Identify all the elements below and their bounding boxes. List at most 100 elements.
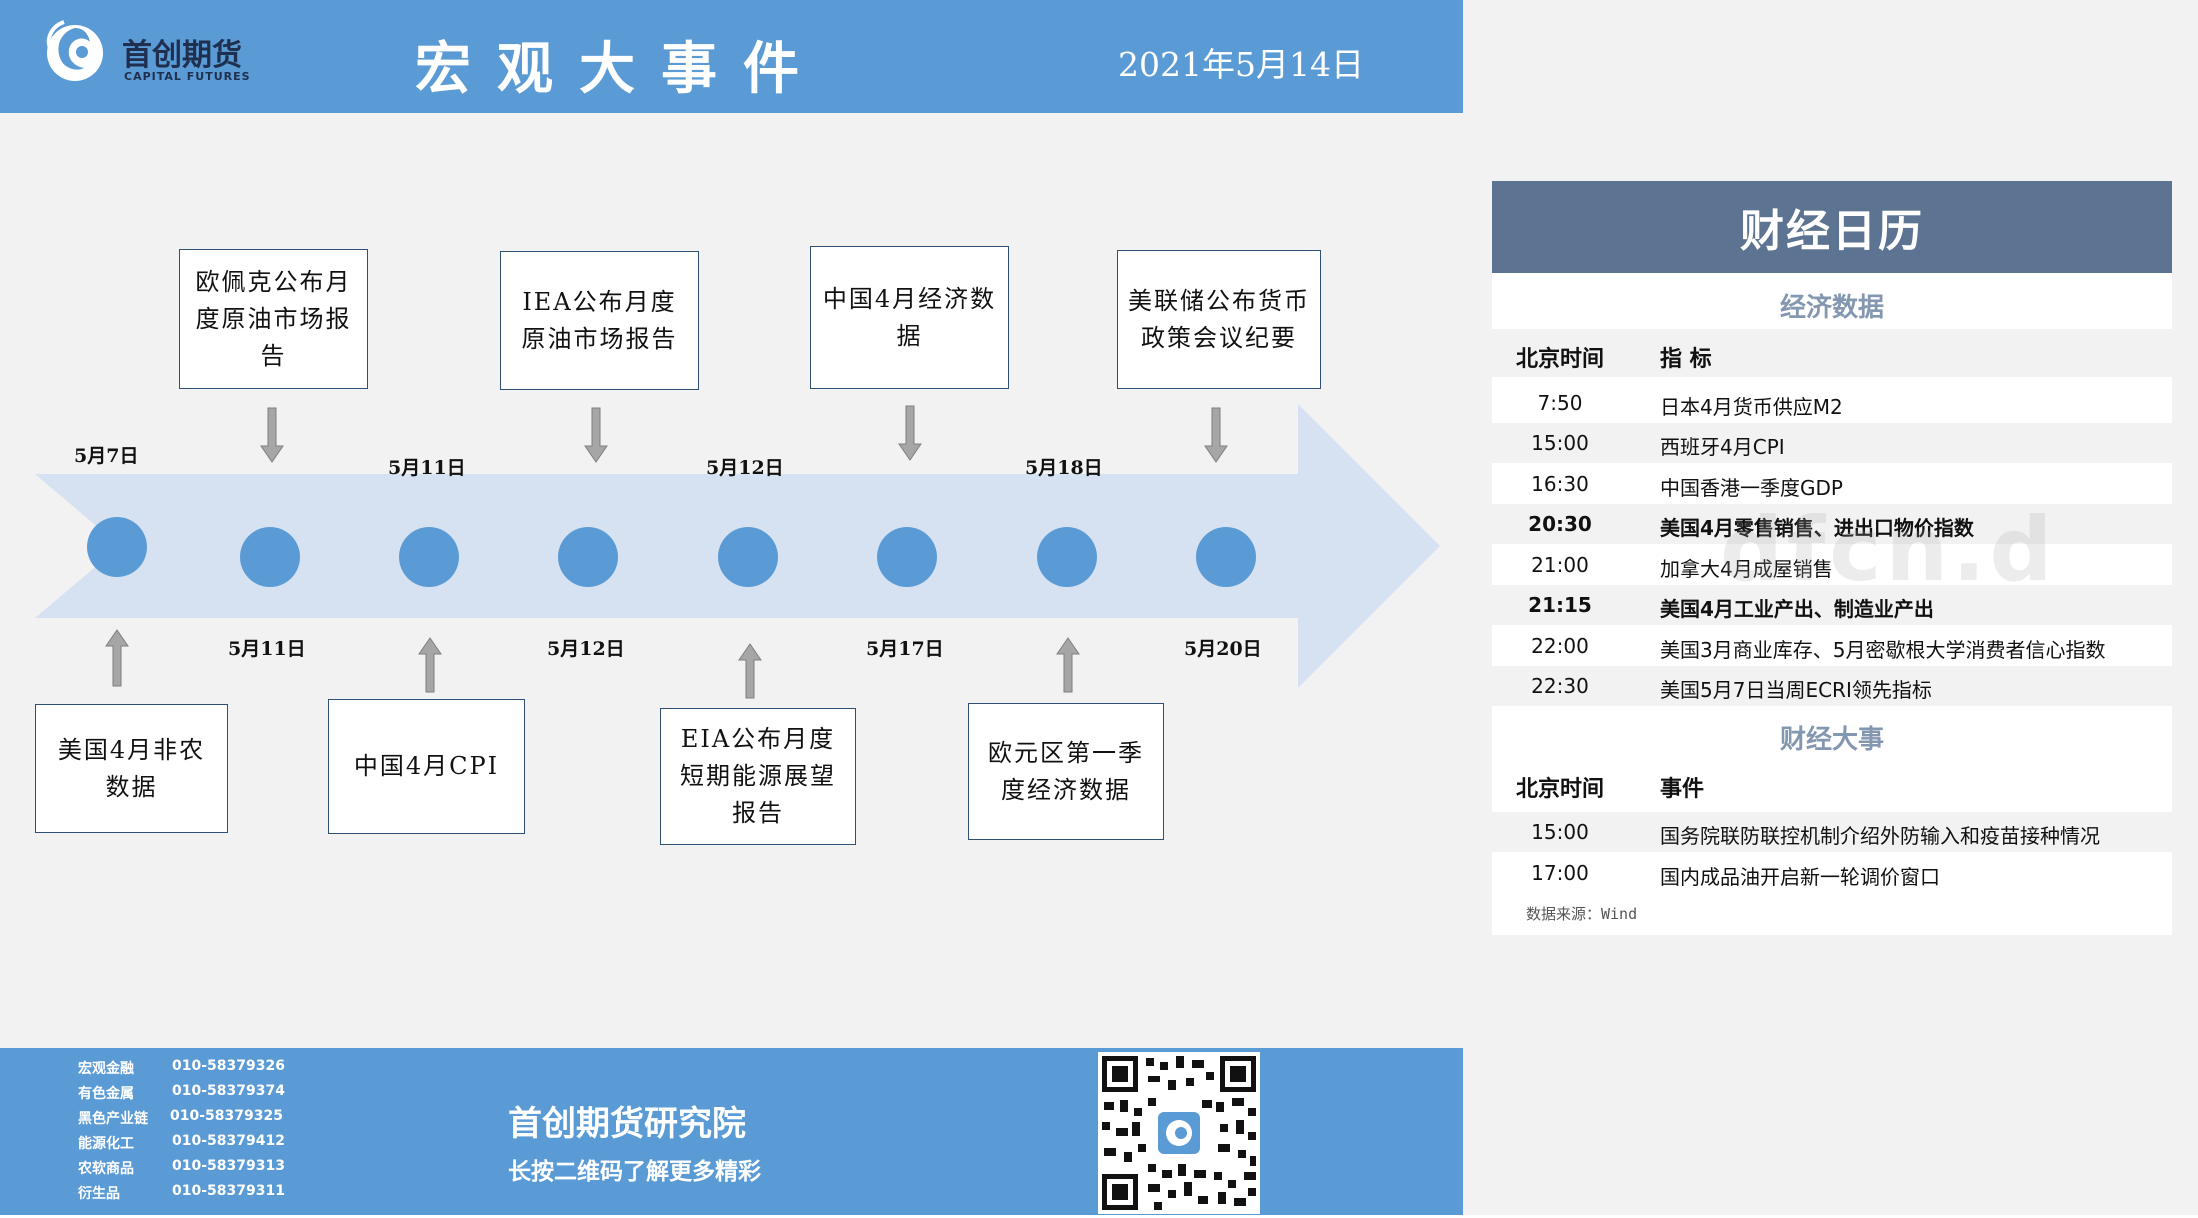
date-label-top: 5月7日 <box>74 445 139 467</box>
contact-phone: 010-58379313 <box>172 1158 285 1174</box>
date-label-top: 5月18日 <box>1025 457 1103 479</box>
event-column-header: 北京时间 事件 <box>1492 759 2172 807</box>
contact-dept: 农软商品 <box>78 1161 134 1177</box>
col-time: 北京时间 <box>1515 777 1604 802</box>
finance-calendar: 财经日历 经济数据 北京时间 指 标 7:50 日本4月货币供应M2 15:00… <box>1492 181 2172 935</box>
logo-name: 首创期货 <box>122 38 242 73</box>
qr-code-icon <box>1098 1052 1260 1214</box>
timeline-dot <box>87 517 147 577</box>
timeline-dot <box>1196 527 1256 587</box>
event-box-bottom: 欧元区第一季度经济数据 <box>968 703 1164 840</box>
econ-row: 21:00 加拿大4月成屋销售 <box>1492 545 2172 585</box>
econ-row: 22:00 美国3月商业库存、5月密歇根大学消费者信心指数 <box>1492 626 2172 666</box>
event-box-bottom: EIA公布月度短期能源展望报告 <box>660 708 856 845</box>
contact-row: 宏观金融 010-58379326 <box>78 1058 285 1078</box>
watermark: dfcn.d <box>1720 498 2057 601</box>
footer-title: 首创期货研究院 <box>508 1104 746 1144</box>
econ-item: 美国5月7日当周ECRI领先指标 <box>1660 678 1932 702</box>
event-section-title: 财经大事 <box>1779 725 1884 755</box>
contact-phone: 010-58379325 <box>170 1108 283 1124</box>
event-box-top: 美联储公布货币政策会议纪要 <box>1117 250 1321 389</box>
timeline-dot <box>240 527 300 587</box>
timeline-dot <box>399 527 459 587</box>
event-item: 国内成品油开启新一轮调价窗口 <box>1660 865 1940 889</box>
event-box-bottom: 中国4月CPI <box>328 699 525 834</box>
event-box-bottom: 美国4月非农数据 <box>35 704 228 833</box>
down-arrow-icon <box>898 405 922 461</box>
down-arrow-icon <box>584 407 608 463</box>
calendar-title: 财经日历 <box>1492 181 2172 273</box>
econ-item: 美国4月零售销售、进出口物价指数 <box>1660 516 1974 540</box>
timeline-dot <box>718 527 778 587</box>
econ-row: 15:00 西班牙4月CPI <box>1492 423 2172 463</box>
econ-item: 中国香港一季度GDP <box>1660 476 1843 500</box>
event-row: 15:00 国务院联防联控机制介绍外防输入和疫苗接种情况 <box>1492 812 2172 852</box>
timeline-dot <box>1037 527 1097 587</box>
contact-dept: 衍生品 <box>78 1186 120 1202</box>
econ-item: 日本4月货币供应M2 <box>1660 395 1843 419</box>
econ-time: 21:15 <box>1528 593 1592 617</box>
econ-time: 16:30 <box>1531 472 1589 496</box>
up-arrows <box>105 629 1080 699</box>
col-indicator: 指 标 <box>1660 347 1712 372</box>
timeline-dots <box>87 517 1256 587</box>
down-arrow-icon <box>1204 407 1228 463</box>
down-arrow-icon <box>260 407 284 463</box>
contact-dept: 有色金属 <box>78 1086 134 1102</box>
up-arrow-icon <box>1056 637 1080 693</box>
up-arrow-icon <box>418 637 442 693</box>
econ-section-title: 经济数据 <box>1779 293 1884 323</box>
econ-column-header: 北京时间 指 标 <box>1492 329 2172 377</box>
logo-icon <box>46 20 103 81</box>
contact-phone: 010-58379326 <box>172 1058 285 1074</box>
contact-dept: 黑色产业链 <box>78 1111 148 1127</box>
footer: 宏观金融 010-58379326 有色金属 010-58379374 黑色产业… <box>0 1048 1463 1215</box>
econ-time: 15:00 <box>1531 431 1589 455</box>
event-box-top: IEA公布月度原油市场报告 <box>500 251 699 390</box>
footer-subtitle: 长按二维码了解更多精彩 <box>508 1159 761 1185</box>
event-item: 国务院联防联控机制介绍外防输入和疫苗接种情况 <box>1660 824 2100 848</box>
date-label-bottom: 5月12日 <box>547 638 625 660</box>
econ-row: 20:30 美国4月零售销售、进出口物价指数 <box>1492 504 2172 544</box>
econ-item: 西班牙4月CPI <box>1660 435 1785 459</box>
contact-row: 黑色产业链 010-58379325 <box>78 1108 283 1128</box>
col-time: 北京时间 <box>1515 347 1604 372</box>
econ-item: 美国3月商业库存、5月密歇根大学消费者信心指数 <box>1660 638 2106 662</box>
timeline-graphic <box>35 404 1440 699</box>
date-label-bottom: 5月11日 <box>228 638 306 660</box>
date-label-bottom: 5月17日 <box>866 638 944 660</box>
down-arrows <box>260 405 1228 463</box>
date-label-top: 5月11日 <box>388 457 466 479</box>
contact-phone: 010-58379311 <box>172 1183 285 1199</box>
contact-phone: 010-58379412 <box>172 1133 285 1149</box>
econ-time: 7:50 <box>1537 391 1583 415</box>
contact-row: 农软商品 010-58379313 <box>78 1158 285 1178</box>
econ-item: 美国4月工业产出、制造业产出 <box>1660 597 1934 621</box>
event-row: 17:00 国内成品油开启新一轮调价窗口 <box>1492 853 2172 893</box>
econ-time: 20:30 <box>1528 512 1592 536</box>
page-date: 2021年5月14日 <box>1118 45 1364 84</box>
timeline-dot <box>877 527 937 587</box>
econ-row: 21:15 美国4月工业产出、制造业产出 <box>1492 585 2172 625</box>
contact-row: 能源化工 010-58379412 <box>78 1133 285 1153</box>
event-time: 15:00 <box>1531 820 1589 844</box>
date-label-bottom: 5月20日 <box>1184 638 1262 660</box>
event-box-top: 中国4月经济数据 <box>810 246 1009 389</box>
econ-time: 22:30 <box>1531 674 1589 698</box>
event-box-top: 欧佩克公布月度原油市场报告 <box>179 249 368 389</box>
timeline-dot <box>558 527 618 587</box>
up-arrow-icon <box>738 643 762 699</box>
econ-time: 21:00 <box>1531 553 1589 577</box>
date-label-top: 5月12日 <box>706 457 784 479</box>
contact-row: 衍生品 010-58379311 <box>78 1183 285 1203</box>
contact-phone: 010-58379374 <box>172 1083 285 1099</box>
data-source: 数据来源：Wind <box>1526 905 1638 923</box>
logo-english: CAPITAL FUTURES <box>124 70 251 83</box>
econ-row: 22:30 美国5月7日当周ECRI领先指标 <box>1492 666 2172 706</box>
page-header: 首创期货 CAPITAL FUTURES 宏观大事件 2021年5月14日 <box>0 0 1463 113</box>
econ-row: 16:30 中国香港一季度GDP <box>1492 464 2172 504</box>
contact-dept: 能源化工 <box>78 1136 134 1152</box>
econ-time: 22:00 <box>1531 634 1589 658</box>
contact-dept: 宏观金融 <box>78 1061 134 1077</box>
page-title: 宏观大事件 <box>415 36 825 102</box>
